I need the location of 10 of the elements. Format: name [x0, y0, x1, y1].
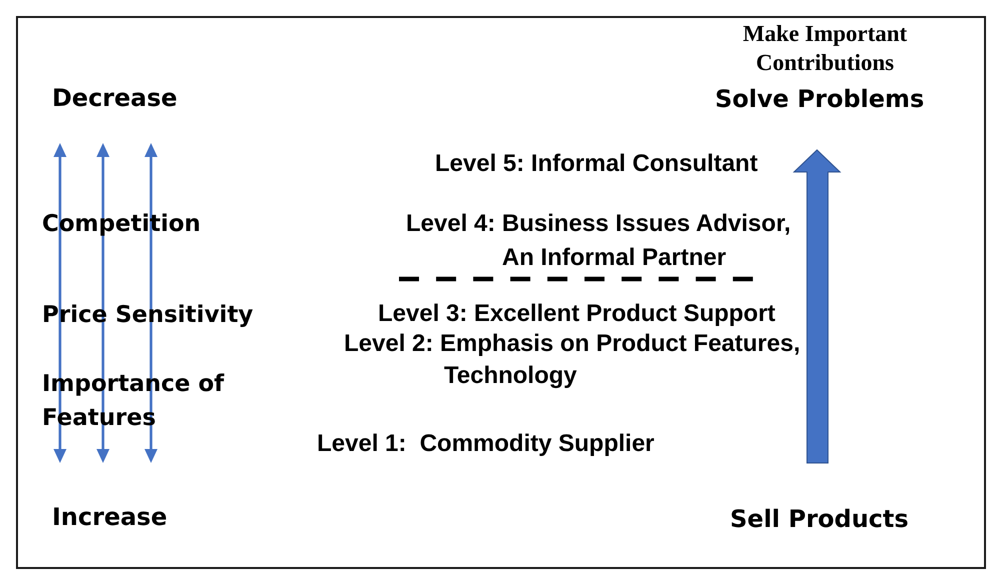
- outcome-label: Sell Products: [730, 504, 909, 534]
- level-label: Level 5: Informal Consultant: [435, 149, 758, 179]
- level-label: Level 4: Business Issues Advisor, An Informal Partner: [406, 208, 792, 272]
- scale-end-label: Increase: [52, 502, 168, 532]
- scale-end-label: Decrease: [52, 83, 178, 113]
- level-label: Level 1: Commodity Supplier: [317, 429, 654, 459]
- outcome-label: Solve Problems: [715, 84, 924, 114]
- note-text: Make Important Contributions: [742, 20, 908, 77]
- level-label: Level 2: Emphasis on Product Features, Technology: [344, 329, 802, 391]
- level-label: Level 3: Excellent Product Support: [378, 301, 776, 327]
